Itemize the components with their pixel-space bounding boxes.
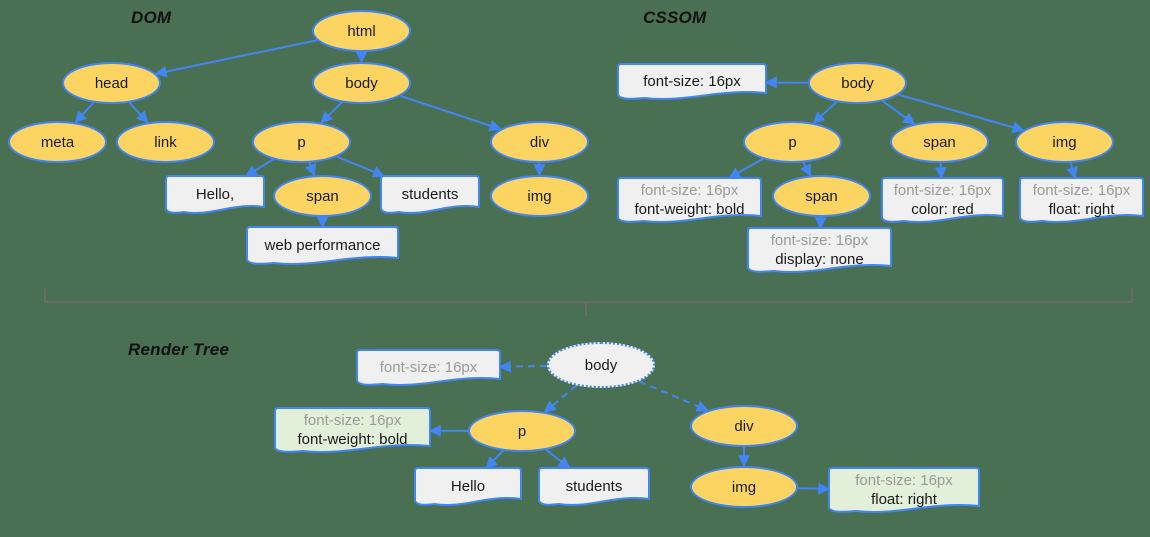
node-label: p <box>297 133 306 151</box>
edge-r_p-to-rb_hello <box>485 449 504 469</box>
edge-c_img-to-b_float <box>1066 162 1078 180</box>
node-label: div <box>734 417 754 435</box>
edge-c_p-to-b_bold <box>728 157 764 179</box>
node-body-r_body[interactable]: body <box>547 342 655 388</box>
node-body-c_body[interactable]: body <box>808 62 907 104</box>
node-span-c_span[interactable]: span <box>890 121 989 163</box>
note-box-b_fs[interactable]: font-size: 16px <box>617 63 767 101</box>
node-label: span <box>923 133 956 151</box>
node-p-r_p[interactable]: p <box>468 410 576 452</box>
node-label: img <box>1052 133 1077 151</box>
edge-r_img-to-rb_float <box>797 482 831 495</box>
edge-html-to-head <box>154 39 318 78</box>
edge-body-to-p <box>320 101 343 124</box>
edge-c_body-to-c_p <box>812 101 838 124</box>
node-img-img[interactable]: img <box>490 175 589 217</box>
node-label: body <box>584 356 618 374</box>
edge-c_p-to-c_span2 <box>800 162 812 177</box>
node-label: p <box>517 422 527 440</box>
node-img-c_img[interactable]: img <box>1015 121 1114 163</box>
edge-p-to-students <box>336 155 386 178</box>
node-p-c_p[interactable]: p <box>743 121 842 163</box>
section-bracket <box>44 288 1133 316</box>
node-label: head <box>94 74 129 92</box>
node-span-span[interactable]: span <box>273 175 372 217</box>
node-label: body <box>841 74 874 92</box>
edge-head-to-link <box>128 101 149 124</box>
node-label: span <box>805 187 838 205</box>
node-label: span <box>306 187 339 205</box>
note-box-webperf[interactable]: web performance <box>246 226 399 266</box>
node-span-c_span2[interactable]: span <box>772 175 871 217</box>
node-label: img <box>731 478 757 496</box>
node-body-body[interactable]: body <box>312 62 411 104</box>
node-img-r_img[interactable]: img <box>690 466 798 508</box>
node-p-p[interactable]: p <box>252 121 351 163</box>
node-meta-meta[interactable]: meta <box>8 121 107 163</box>
edge-r_body-to-r_div <box>638 380 709 412</box>
node-div-div[interactable]: div <box>490 121 589 163</box>
edge-r_body-to-r_p <box>543 384 578 413</box>
node-div-r_div[interactable]: div <box>690 405 798 447</box>
edge-p-to-hello <box>244 158 274 177</box>
node-label: html <box>347 22 376 40</box>
dom-section-title: DOM <box>131 8 172 27</box>
edge-r_body-to-rb_fs <box>498 360 548 373</box>
note-box-rb_fs[interactable]: font-size: 16px <box>356 349 501 386</box>
node-link-link[interactable]: link <box>116 121 215 163</box>
edge-body-to-div <box>400 94 502 132</box>
render-tree-section-title: Render Tree <box>128 340 230 359</box>
note-box-rb_stud[interactable]: students <box>538 467 650 506</box>
cssom-section-title: CSSOM <box>643 8 707 27</box>
edge-c_body-to-c_span <box>882 100 916 125</box>
node-label: p <box>788 133 797 151</box>
edge-head-to-meta <box>74 101 95 124</box>
node-label: meta <box>40 133 75 151</box>
note-box-hello[interactable]: Hello, <box>165 175 265 214</box>
node-label: img <box>527 187 552 205</box>
edge-c_span-to-b_red <box>934 162 947 180</box>
node-head-head[interactable]: head <box>62 62 161 104</box>
note-box-rb_hello[interactable]: Hello <box>414 467 522 506</box>
edge-r_p-to-rb_stud <box>545 448 571 469</box>
node-label: link <box>154 133 177 151</box>
edge-p-to-span <box>304 162 317 177</box>
note-box-students[interactable]: students <box>380 175 480 214</box>
node-html-html[interactable]: html <box>312 10 411 52</box>
node-label: div <box>529 133 550 151</box>
node-label: body <box>345 74 378 92</box>
